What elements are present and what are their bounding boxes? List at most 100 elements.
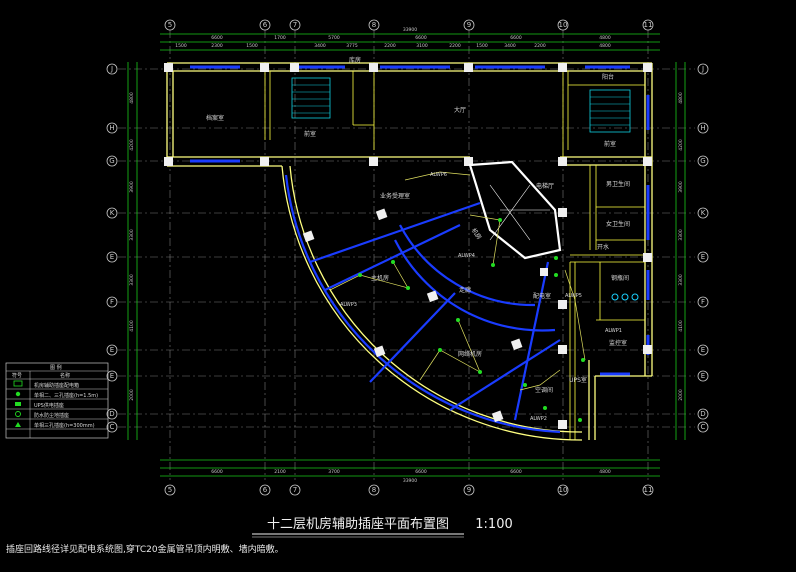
room-lobby-left: 前室 [304,130,316,138]
axis-label: 8 [372,486,376,494]
axis-label: 10 [559,21,568,29]
right-dim-1: 4800 [678,92,684,104]
top-sub-5: 3775 [346,43,358,49]
windows [190,65,650,376]
axis-label: K [110,209,115,217]
axis-label: 8 [372,21,376,29]
bottom-total-dim: 33900 [403,478,417,484]
axis-label: 7 [293,486,297,494]
axis-label: 6 [263,486,268,494]
wall-socket-icon [15,422,21,427]
panel-alwp1: ALWP1 [605,328,622,334]
legend-head-name: 名称 [60,372,70,379]
axis-bubble [106,122,118,134]
right-dim-2: 4200 [678,139,684,151]
axis-bubble [106,421,118,433]
bottom-dim-3: 3700 [328,469,340,475]
equipment-cabinets [302,208,548,423]
axis-label: E [110,372,114,380]
axis-label: E [110,253,114,261]
room-balcony: 阳台 [602,73,614,81]
panel-alwp5: ALWP5 [565,293,582,299]
footnote: 插座回路线径详见配电系统图,穿TC20金属管吊顶内明敷、墙内暗敷。 [6,543,284,555]
axis-label: 5 [168,21,172,29]
axis-label: K [701,209,706,217]
axis-label: 10 [559,486,568,494]
right-dim-3: 3900 [678,181,684,193]
room-ups: UPS室 [569,376,587,384]
room-corridor: 走廊 [459,286,471,294]
structural-columns [164,63,652,429]
panel-alwp6: ALWP6 [430,172,447,178]
bottom-dim-5: 6600 [510,469,522,475]
axis-label: C [701,423,706,431]
staircase-left [291,77,331,119]
room-machine: 机房 [470,227,483,241]
top-dim-4: 6600 [415,35,427,41]
axis-bubble [463,19,475,31]
room-network: 网络机房 [458,350,482,358]
axis-label: E [701,253,705,261]
axis-label: F [701,298,705,306]
legend-title: 图 例 [50,364,62,371]
top-sub-7: 3100 [416,43,428,49]
legend-row-1: 机房辅助插座配电箱 [34,382,79,389]
axis-bubble [697,421,709,433]
right-dim-7: 2000 [678,389,684,401]
left-dim-4: 3300 [129,229,135,241]
axis-bubble [259,19,271,31]
sockets [358,218,639,422]
top-sub-6: 2200 [384,43,396,49]
axis-bubble [557,19,569,31]
axis-bubble [164,484,176,496]
room-hall: 大厅 [454,106,466,114]
axis-bubble [106,370,118,382]
top-dim-6: 4800 [599,35,611,41]
right-dim-4: 3300 [678,229,684,241]
top-sub-2: 2300 [211,43,223,49]
axis-label: E [110,346,114,354]
panel-alwp2: ALWP2 [530,416,547,422]
axis-bubble [697,122,709,134]
axis-bubble [368,484,380,496]
top-dimension-chain: 33900 6600 1700 5700 6600 6600 4800 1500… [160,27,660,51]
axis-bubble [697,63,709,75]
axis-label: H [700,124,705,132]
legend-row-3: UPS供电插座 [34,402,64,409]
bottom-dim-4: 6600 [415,469,427,475]
room-main-server: 主机房 [371,274,389,282]
building-walls [166,62,653,440]
distribution-box-icon [13,380,23,387]
axis-label: C [110,423,115,431]
top-dim-1: 6600 [211,35,223,41]
axis-bubble [463,484,475,496]
drawing-title: 十二层机房辅助插座平面布置图 1:100 [252,516,513,538]
axis-label: E [701,346,705,354]
axis-bubble [697,207,709,219]
ups-socket-icon [15,402,21,406]
bottom-dim-2: 2100 [274,469,286,475]
axis-label: G [700,157,705,165]
floor-socket-icon [15,411,21,417]
top-sub-9: 1500 [476,43,488,49]
top-sub-8: 2200 [449,43,461,49]
axis-bubble [642,19,654,31]
axis-label: D [109,410,114,418]
axis-label: D [700,410,705,418]
axis-label: 6 [263,21,268,29]
axis-bubble [368,19,380,31]
axis-bubble [642,484,654,496]
top-sub-4: 3400 [314,43,326,49]
axis-bubble [259,484,271,496]
axis-bubble [106,344,118,356]
right-dim-6: 4100 [678,320,684,332]
room-store: 库房 [349,56,361,64]
axis-bubble [697,344,709,356]
axis-label: H [109,124,114,132]
axis-bubble [697,251,709,263]
axis-bubble [557,484,569,496]
panel-alwp3: ALWP3 [340,302,357,308]
axis-bubble [164,19,176,31]
axis-label: F [110,298,114,306]
